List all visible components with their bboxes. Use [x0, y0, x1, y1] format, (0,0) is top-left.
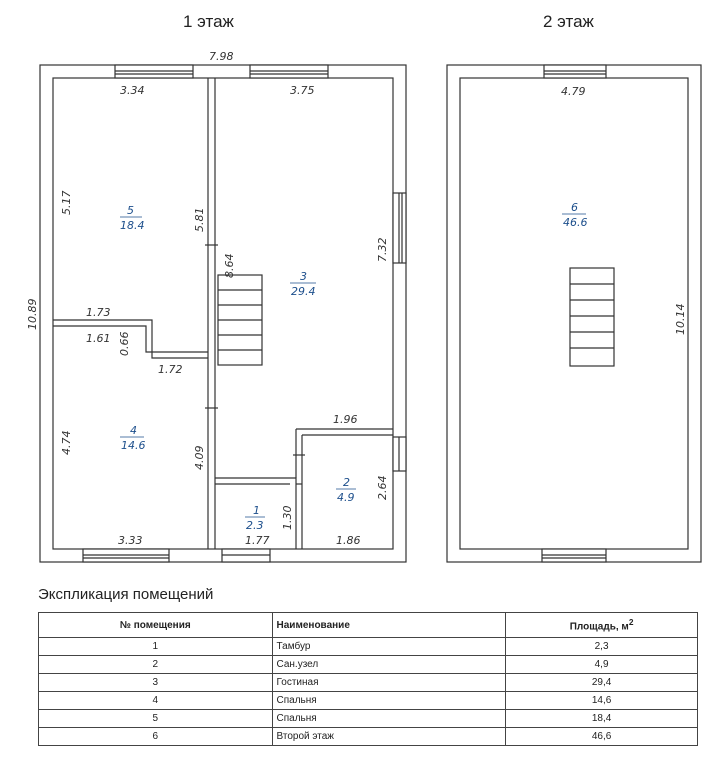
- rooms-table: № помещения Наименование Площадь, м2 1 Т…: [38, 612, 698, 746]
- dim-room2-height: 2.64: [376, 476, 389, 501]
- row-number: 6: [38, 727, 273, 746]
- header-room-number: № помещения: [38, 612, 273, 638]
- dim-floor2-height: 10.14: [674, 304, 687, 336]
- legend-title: Экспликация помещений: [38, 586, 214, 603]
- table-row: 4 Спальня 14,6: [38, 691, 698, 710]
- dim-corridor-top: 1.73: [86, 306, 111, 319]
- dim-room5-inner-height: 5.81: [193, 208, 206, 233]
- dim-corridor-bottom: 1.61: [86, 332, 111, 345]
- row-number: 3: [38, 673, 273, 692]
- row-number: 4: [38, 691, 273, 710]
- room2-area: 4.9: [337, 491, 355, 504]
- row-name: Гостиная: [271, 673, 507, 692]
- room4-number: 4: [130, 424, 137, 437]
- table-row: 5 Спальня 18,4: [38, 709, 698, 728]
- room5-area: 18.4: [120, 219, 145, 232]
- room2-number: 2: [343, 476, 350, 489]
- dim-corridor-step: 0.66: [118, 332, 131, 357]
- dim-corridor-width: 1.72: [158, 363, 183, 376]
- dim-room2-width-top: 1.96: [333, 413, 358, 426]
- row-number: 5: [38, 709, 273, 728]
- row-name: Спальня: [271, 691, 507, 710]
- table-row: 2 Сан.узел 4,9: [38, 655, 698, 674]
- room3-area: 29.4: [291, 285, 316, 298]
- row-name: Спальня: [271, 709, 507, 728]
- dim-floor2-width: 4.79: [561, 85, 586, 98]
- row-name: Тамбур: [271, 637, 507, 656]
- room4-area: 14.6: [121, 439, 146, 452]
- row-area: 14,6: [505, 691, 698, 710]
- row-area: 29,4: [505, 673, 698, 692]
- row-area: 4,9: [505, 655, 698, 674]
- dim-overall-width: 7.98: [209, 50, 234, 63]
- row-number: 2: [38, 655, 273, 674]
- dim-room3-height: 7.32: [376, 238, 389, 263]
- table-row: 6 Второй этаж 46,6: [38, 727, 698, 746]
- row-name: Сан.узел: [271, 655, 507, 674]
- row-area: 18,4: [505, 709, 698, 728]
- table-row: 3 Гостиная 29,4: [38, 673, 698, 692]
- dim-room1-width: 1.77: [245, 534, 270, 547]
- dim-stair-height: 8.64: [223, 254, 236, 279]
- room1-area: 2.3: [246, 519, 264, 532]
- room5-number: 5: [127, 204, 134, 217]
- dim-room3-width: 3.75: [290, 84, 315, 97]
- floor2-title: 2 этаж: [543, 12, 594, 31]
- room6-area: 46.6: [563, 216, 588, 229]
- dim-room5-height: 5.17: [60, 191, 73, 216]
- table-header-row: № помещения Наименование Площадь, м2: [38, 612, 698, 638]
- row-number: 1: [38, 637, 273, 656]
- floor1-title: 1 этаж: [183, 12, 234, 31]
- dim-room5-width: 3.34: [120, 84, 145, 97]
- row-name: Второй этаж: [271, 727, 507, 746]
- room6-number: 6: [571, 201, 578, 214]
- dim-room4-width: 3.33: [118, 534, 143, 547]
- dim-room2-width: 1.86: [336, 534, 361, 547]
- room1-number: 1: [253, 504, 260, 517]
- dim-room1-height: 1.30: [281, 506, 294, 531]
- table-row: 1 Тамбур 2,3: [38, 637, 698, 656]
- floor-plans: 7.98 3.34 3.75 5.17 5.81 8.64 7.32 10.89…: [26, 50, 702, 563]
- header-room-area: Площадь, м2: [505, 612, 698, 638]
- row-area: 2,3: [505, 637, 698, 656]
- room3-number: 3: [300, 270, 307, 283]
- row-area: 46,6: [505, 727, 698, 746]
- dim-overall-height: 10.89: [26, 299, 39, 331]
- dim-room4-height: 4.74: [60, 431, 73, 456]
- header-room-name: Наименование: [271, 612, 507, 638]
- dim-room4-inner-height: 4.09: [193, 446, 206, 471]
